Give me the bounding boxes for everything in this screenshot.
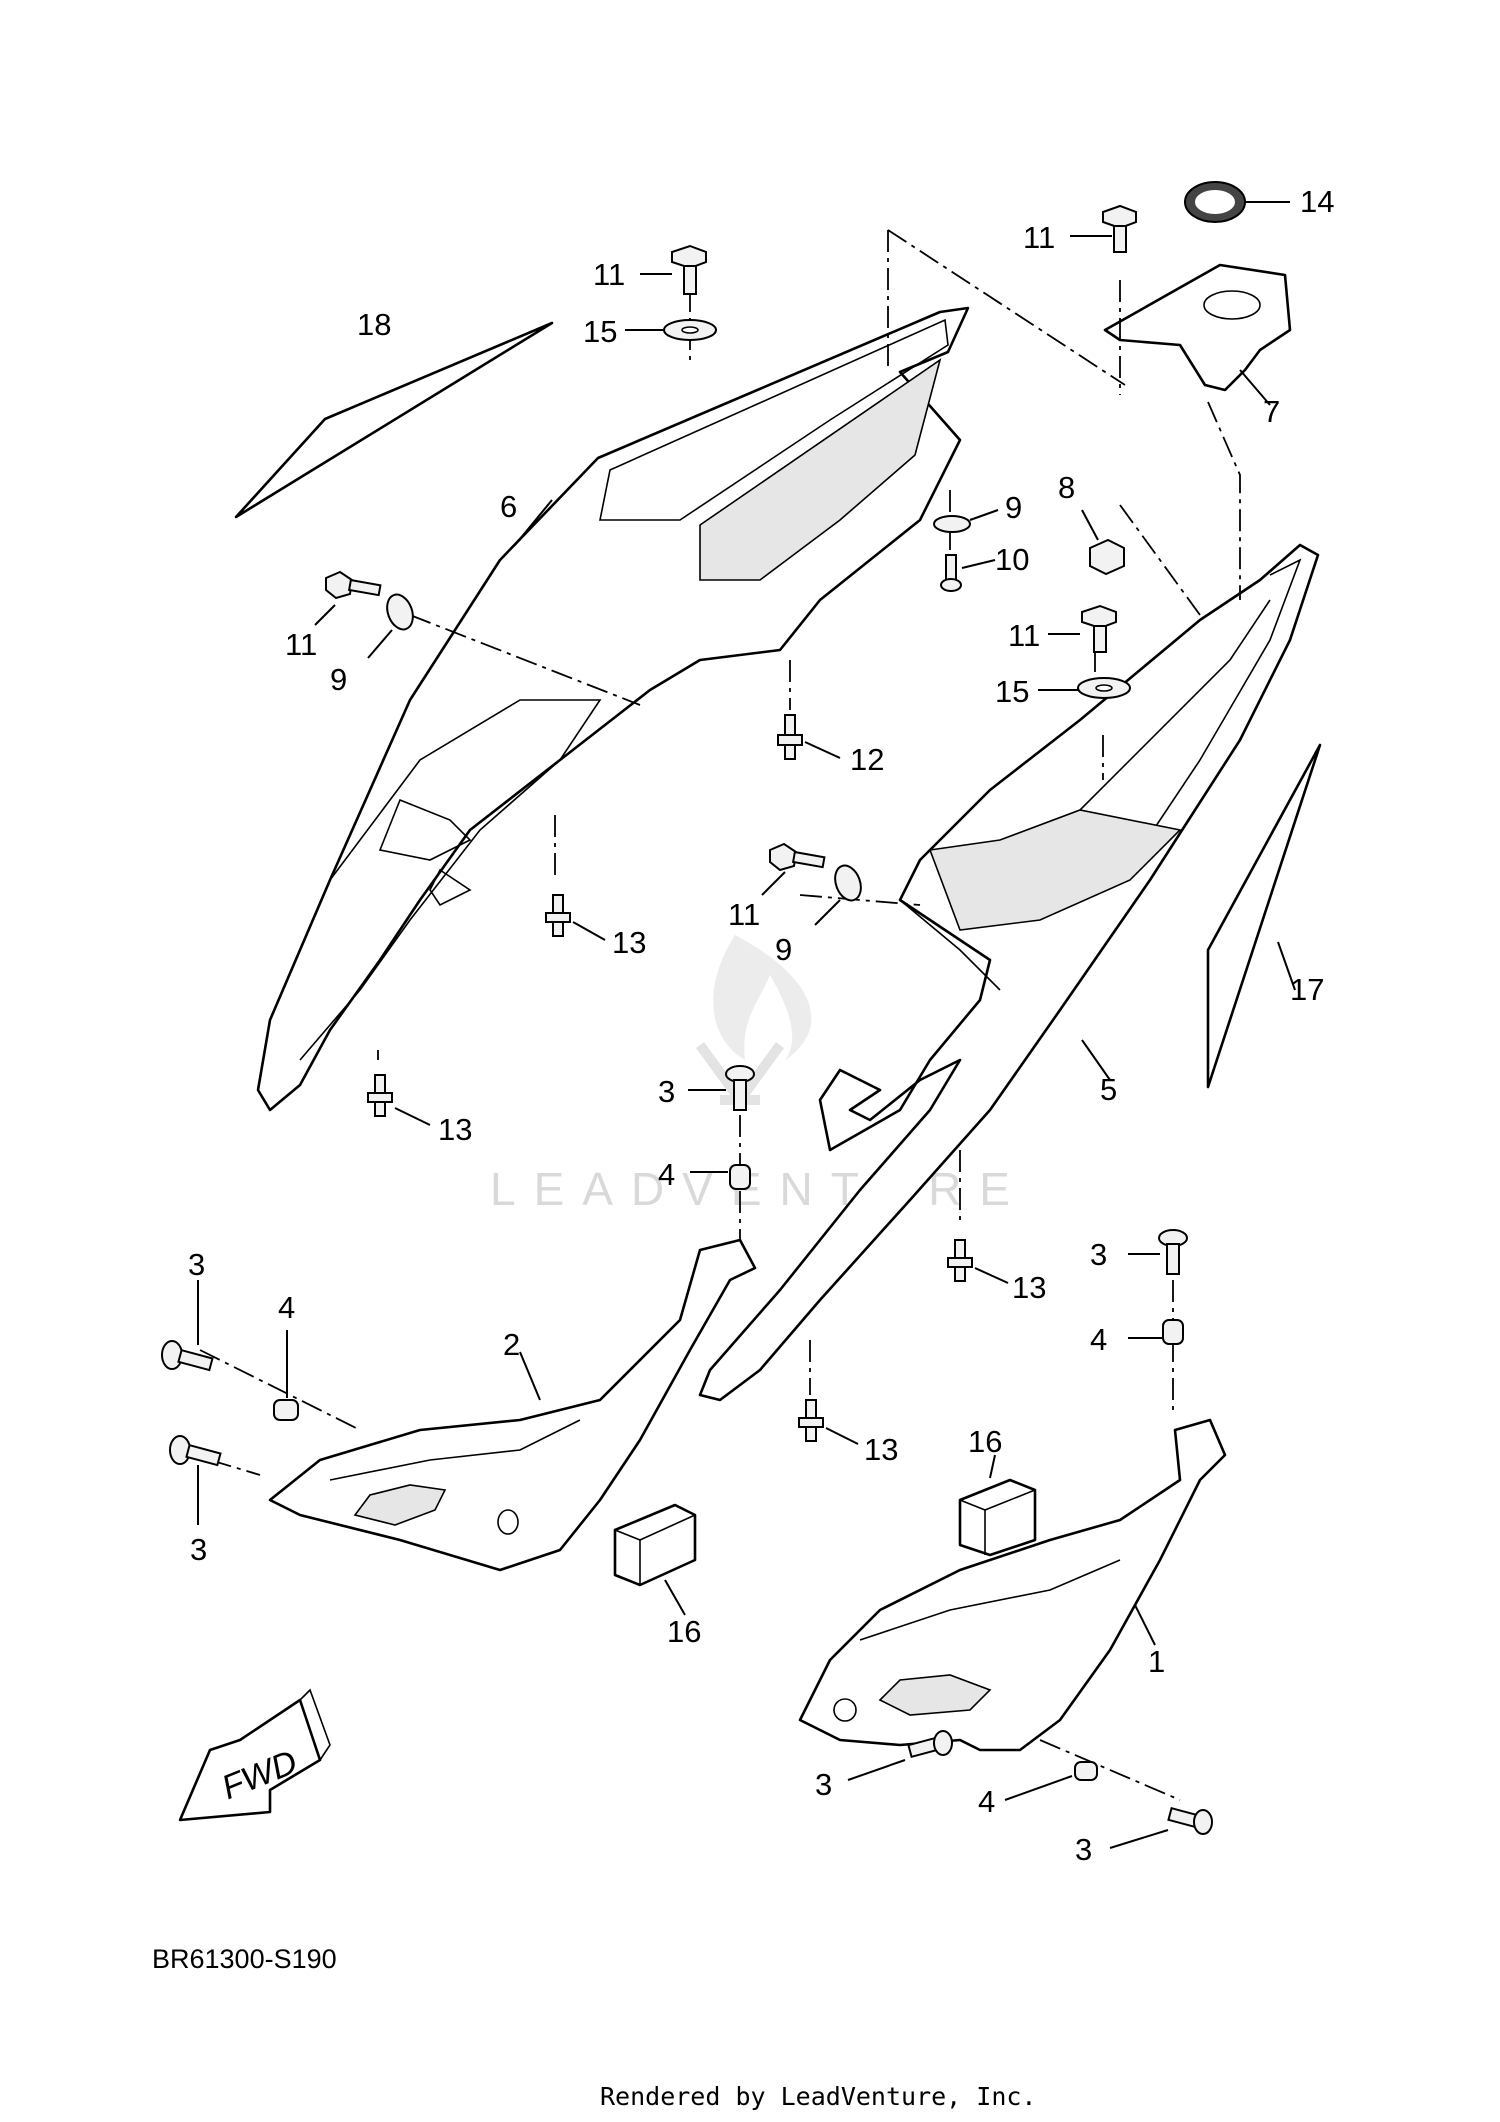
callout-3: 3 [188, 1247, 205, 1282]
bolt-3-c[interactable] [161, 1280, 214, 1372]
bolt-11-e[interactable] [761, 842, 826, 896]
screw-13-d[interactable] [798, 1399, 859, 1445]
washer-9-a[interactable] [933, 509, 999, 533]
callout-4: 4 [1090, 1322, 1107, 1357]
watermark: LEADVENTURE [490, 935, 1028, 1215]
callout-11: 11 [285, 627, 317, 662]
screw-13-a[interactable] [545, 894, 606, 941]
callout-8: 8 [1058, 470, 1075, 505]
screw-12[interactable] [777, 714, 841, 760]
part-1-lower-right-cover[interactable] [798, 1418, 1227, 1752]
washer-15-b[interactable] [1038, 677, 1131, 699]
callout-labels: 18 11 15 11 14 7 6 8 9 10 11 9 11 15 12 … [188, 184, 1334, 1867]
screw-10[interactable] [940, 554, 996, 592]
callout-16: 16 [968, 1424, 1002, 1459]
callout-11: 11 [1008, 618, 1040, 653]
washer-9-c[interactable] [814, 862, 865, 926]
callout-18: 18 [357, 307, 391, 342]
hardware [161, 204, 1213, 1849]
callout-3: 3 [1075, 1832, 1092, 1867]
part-17-decal[interactable] [1206, 743, 1322, 1089]
screw-13-c[interactable] [947, 1239, 1009, 1284]
callout-3: 3 [815, 1767, 832, 1802]
callout-2: 2 [503, 1327, 520, 1362]
callout-14: 14 [1300, 184, 1334, 219]
bolt-11-b[interactable] [1070, 204, 1137, 253]
callout-4: 4 [978, 1784, 995, 1819]
callout-1: 1 [1148, 1644, 1165, 1679]
callout-16: 16 [667, 1614, 701, 1649]
assembly-lines [199, 229, 1241, 1801]
bolt-3-d[interactable] [169, 1435, 222, 1525]
bolt-11-a[interactable] [640, 244, 707, 295]
collar-4-a[interactable] [690, 1164, 751, 1190]
part-16-pad-left[interactable] [613, 1503, 697, 1616]
part-16-pad-right[interactable] [958, 1454, 1037, 1557]
callout-13: 13 [1012, 1270, 1046, 1305]
fwd-direction-arrow: FWD [178, 1688, 331, 1822]
part-5-right-side-cover[interactable] [698, 543, 1320, 1402]
washer-15-a[interactable] [625, 319, 717, 341]
callout-11: 11 [728, 897, 760, 932]
bolt-3-b[interactable] [1128, 1229, 1188, 1275]
collar-4-b[interactable] [1128, 1319, 1184, 1345]
bolt-11-d[interactable] [1048, 604, 1117, 653]
callout-12: 12 [850, 742, 884, 777]
diagram-code: BR61300-S190 [152, 1944, 337, 1974]
callout-9: 9 [775, 932, 792, 967]
callout-5: 5 [1100, 1072, 1117, 1107]
callout-4: 4 [278, 1290, 295, 1325]
callout-13: 13 [438, 1112, 472, 1147]
callout-6: 6 [500, 489, 517, 524]
callout-7: 7 [1263, 394, 1280, 429]
callout-13: 13 [612, 925, 646, 960]
callout-11: 11 [1023, 220, 1055, 255]
callout-10: 10 [995, 542, 1029, 577]
bolt-3-a[interactable] [688, 1065, 755, 1111]
callout-15: 15 [583, 314, 617, 349]
bolt-3-f[interactable] [1109, 1806, 1213, 1849]
callout-9: 9 [1005, 490, 1022, 525]
callout-4: 4 [658, 1157, 675, 1192]
part-8-nut[interactable] [1081, 509, 1125, 576]
watermark-text: LEADVENTURE [490, 1163, 1028, 1215]
callout-11: 11 [593, 257, 625, 292]
part-6-left-side-cover[interactable] [256, 306, 970, 1112]
callout-3: 3 [658, 1074, 675, 1109]
render-footer: Rendered by LeadVenture, Inc. [600, 2082, 1037, 2111]
part-7-tail-cover[interactable] [1103, 263, 1292, 406]
bolt-3-e[interactable] [847, 1730, 953, 1781]
bolt-11-c[interactable] [314, 570, 382, 626]
callout-17: 17 [1290, 972, 1324, 1007]
callout-15: 15 [995, 674, 1029, 709]
callout-9: 9 [330, 662, 347, 697]
part-14-emblem[interactable] [1184, 181, 1290, 223]
collar-4-c[interactable] [273, 1330, 299, 1421]
collar-4-d[interactable] [1004, 1761, 1098, 1801]
callout-3: 3 [1090, 1237, 1107, 1272]
callout-13: 13 [864, 1432, 898, 1467]
part-18-decal[interactable] [234, 321, 554, 519]
washer-9-b[interactable] [367, 591, 417, 659]
callout-3: 3 [190, 1532, 207, 1567]
screw-13-b[interactable] [367, 1074, 431, 1126]
part-2-lower-left-cover[interactable] [268, 1238, 757, 1572]
